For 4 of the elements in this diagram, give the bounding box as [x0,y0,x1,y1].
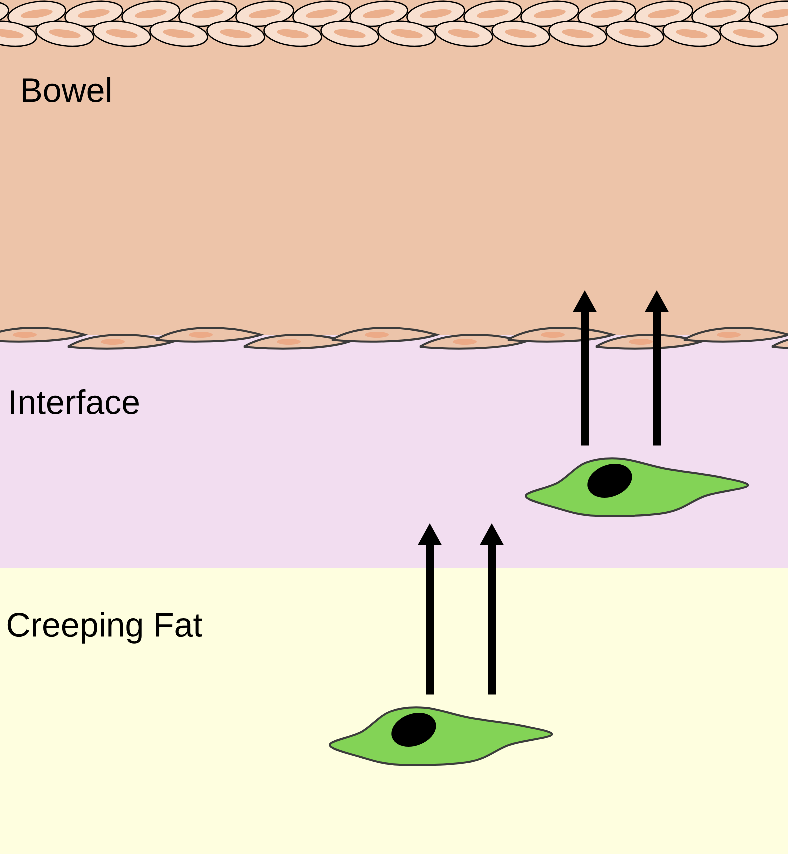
band: Creeping Fat [0,568,788,854]
cell-drawing [525,458,750,518]
band: Interface [0,335,788,568]
cell-drawing [329,706,554,766]
